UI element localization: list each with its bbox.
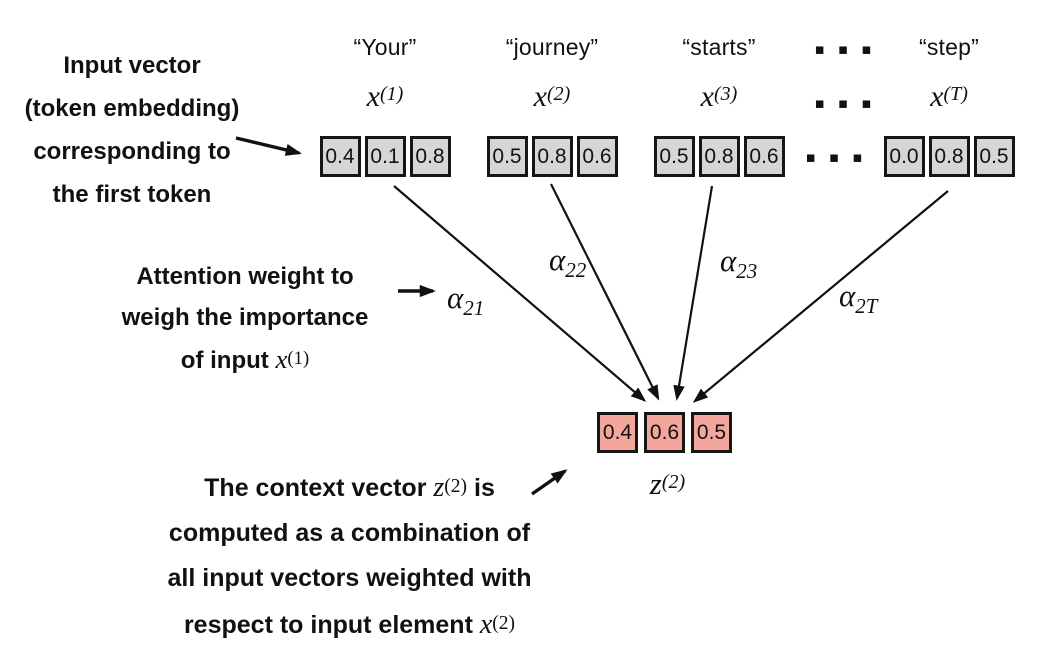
alpha-22-label: α22 xyxy=(549,242,587,282)
embedding-vector: 0.5 0.8 0.6 xyxy=(629,136,809,177)
alpha-23-label: α23 xyxy=(720,243,758,283)
note-line: Input vector xyxy=(63,52,201,79)
vector-cell: 0.4 xyxy=(319,136,361,177)
input-vector-pointer-arrow xyxy=(235,136,302,156)
embedding-vector: 0.0 0.8 0.5 xyxy=(859,136,1039,177)
attention-weight-note: Attention weight to weigh the importance… xyxy=(80,256,410,381)
note-line: respect to input element x(2) xyxy=(183,609,516,640)
vector-cell: 0.1 xyxy=(364,136,406,177)
vector-cell: 0.5 xyxy=(486,136,528,177)
token-word: “step” xyxy=(919,34,979,60)
context-vector-pointer-arrow xyxy=(531,469,568,496)
vector-cell: 0.8 xyxy=(531,136,573,177)
note-line: (token embedding) xyxy=(24,95,240,122)
token-word: “journey” xyxy=(505,34,599,60)
arrow-x2-to-z xyxy=(550,183,660,401)
context-cell: 0.6 xyxy=(644,412,685,453)
vector-cell: 0.8 xyxy=(928,136,970,177)
note-line: of input x(1) xyxy=(180,344,310,374)
note-line: computed as a combination of xyxy=(168,519,531,547)
embedding-vector: 0.4 0.1 0.8 xyxy=(295,136,475,177)
token-symbol: x(T) xyxy=(930,80,968,113)
arrow-x1-to-z xyxy=(393,185,647,402)
vector-cell: 0.5 xyxy=(973,136,1015,177)
note-line: the first token xyxy=(52,181,212,208)
note-line: corresponding to xyxy=(33,138,231,165)
context-cell: 0.5 xyxy=(691,412,732,453)
token-symbol: x(2) xyxy=(533,80,571,113)
ellipsis-dots: ▪ ▪ ▪ xyxy=(805,148,867,166)
vector-cell: 0.6 xyxy=(576,136,618,177)
ellipsis-dots: ▪ ▪ ▪ xyxy=(814,40,876,58)
vector-cell: 0.6 xyxy=(743,136,785,177)
context-vector-symbol: z(2) xyxy=(649,466,686,501)
note-line: Attention weight to xyxy=(136,263,354,290)
arrow-x3-to-z xyxy=(673,185,714,401)
vector-cell: 0.8 xyxy=(698,136,740,177)
context-vector-note: The context vector z(2) is computed as a… xyxy=(122,464,577,648)
token-symbol: x(3) xyxy=(700,80,738,113)
ellipsis-dots: ▪ ▪ ▪ xyxy=(814,94,876,112)
note-line: weigh the importance xyxy=(121,304,369,331)
vector-cell: 0.0 xyxy=(883,136,925,177)
context-vector: 0.4 0.6 0.5 xyxy=(597,412,732,453)
vector-cell: 0.5 xyxy=(653,136,695,177)
token-word: “Your” xyxy=(353,34,417,60)
alpha-2T-label: α2T xyxy=(839,278,878,318)
arrow-xT-to-z xyxy=(692,190,949,403)
alpha-21-label: α21 xyxy=(447,280,485,320)
context-cell: 0.4 xyxy=(597,412,638,453)
token-symbol: x(1) xyxy=(366,80,404,113)
token-word: “starts” xyxy=(682,34,756,60)
embedding-vector: 0.5 0.8 0.6 xyxy=(462,136,642,177)
input-vector-note: Input vector (token embedding) correspon… xyxy=(6,44,258,216)
vector-cell: 0.8 xyxy=(409,136,451,177)
note-line: all input vectors weighted with xyxy=(167,564,532,592)
note-line: The context vector z(2) is xyxy=(204,472,495,503)
